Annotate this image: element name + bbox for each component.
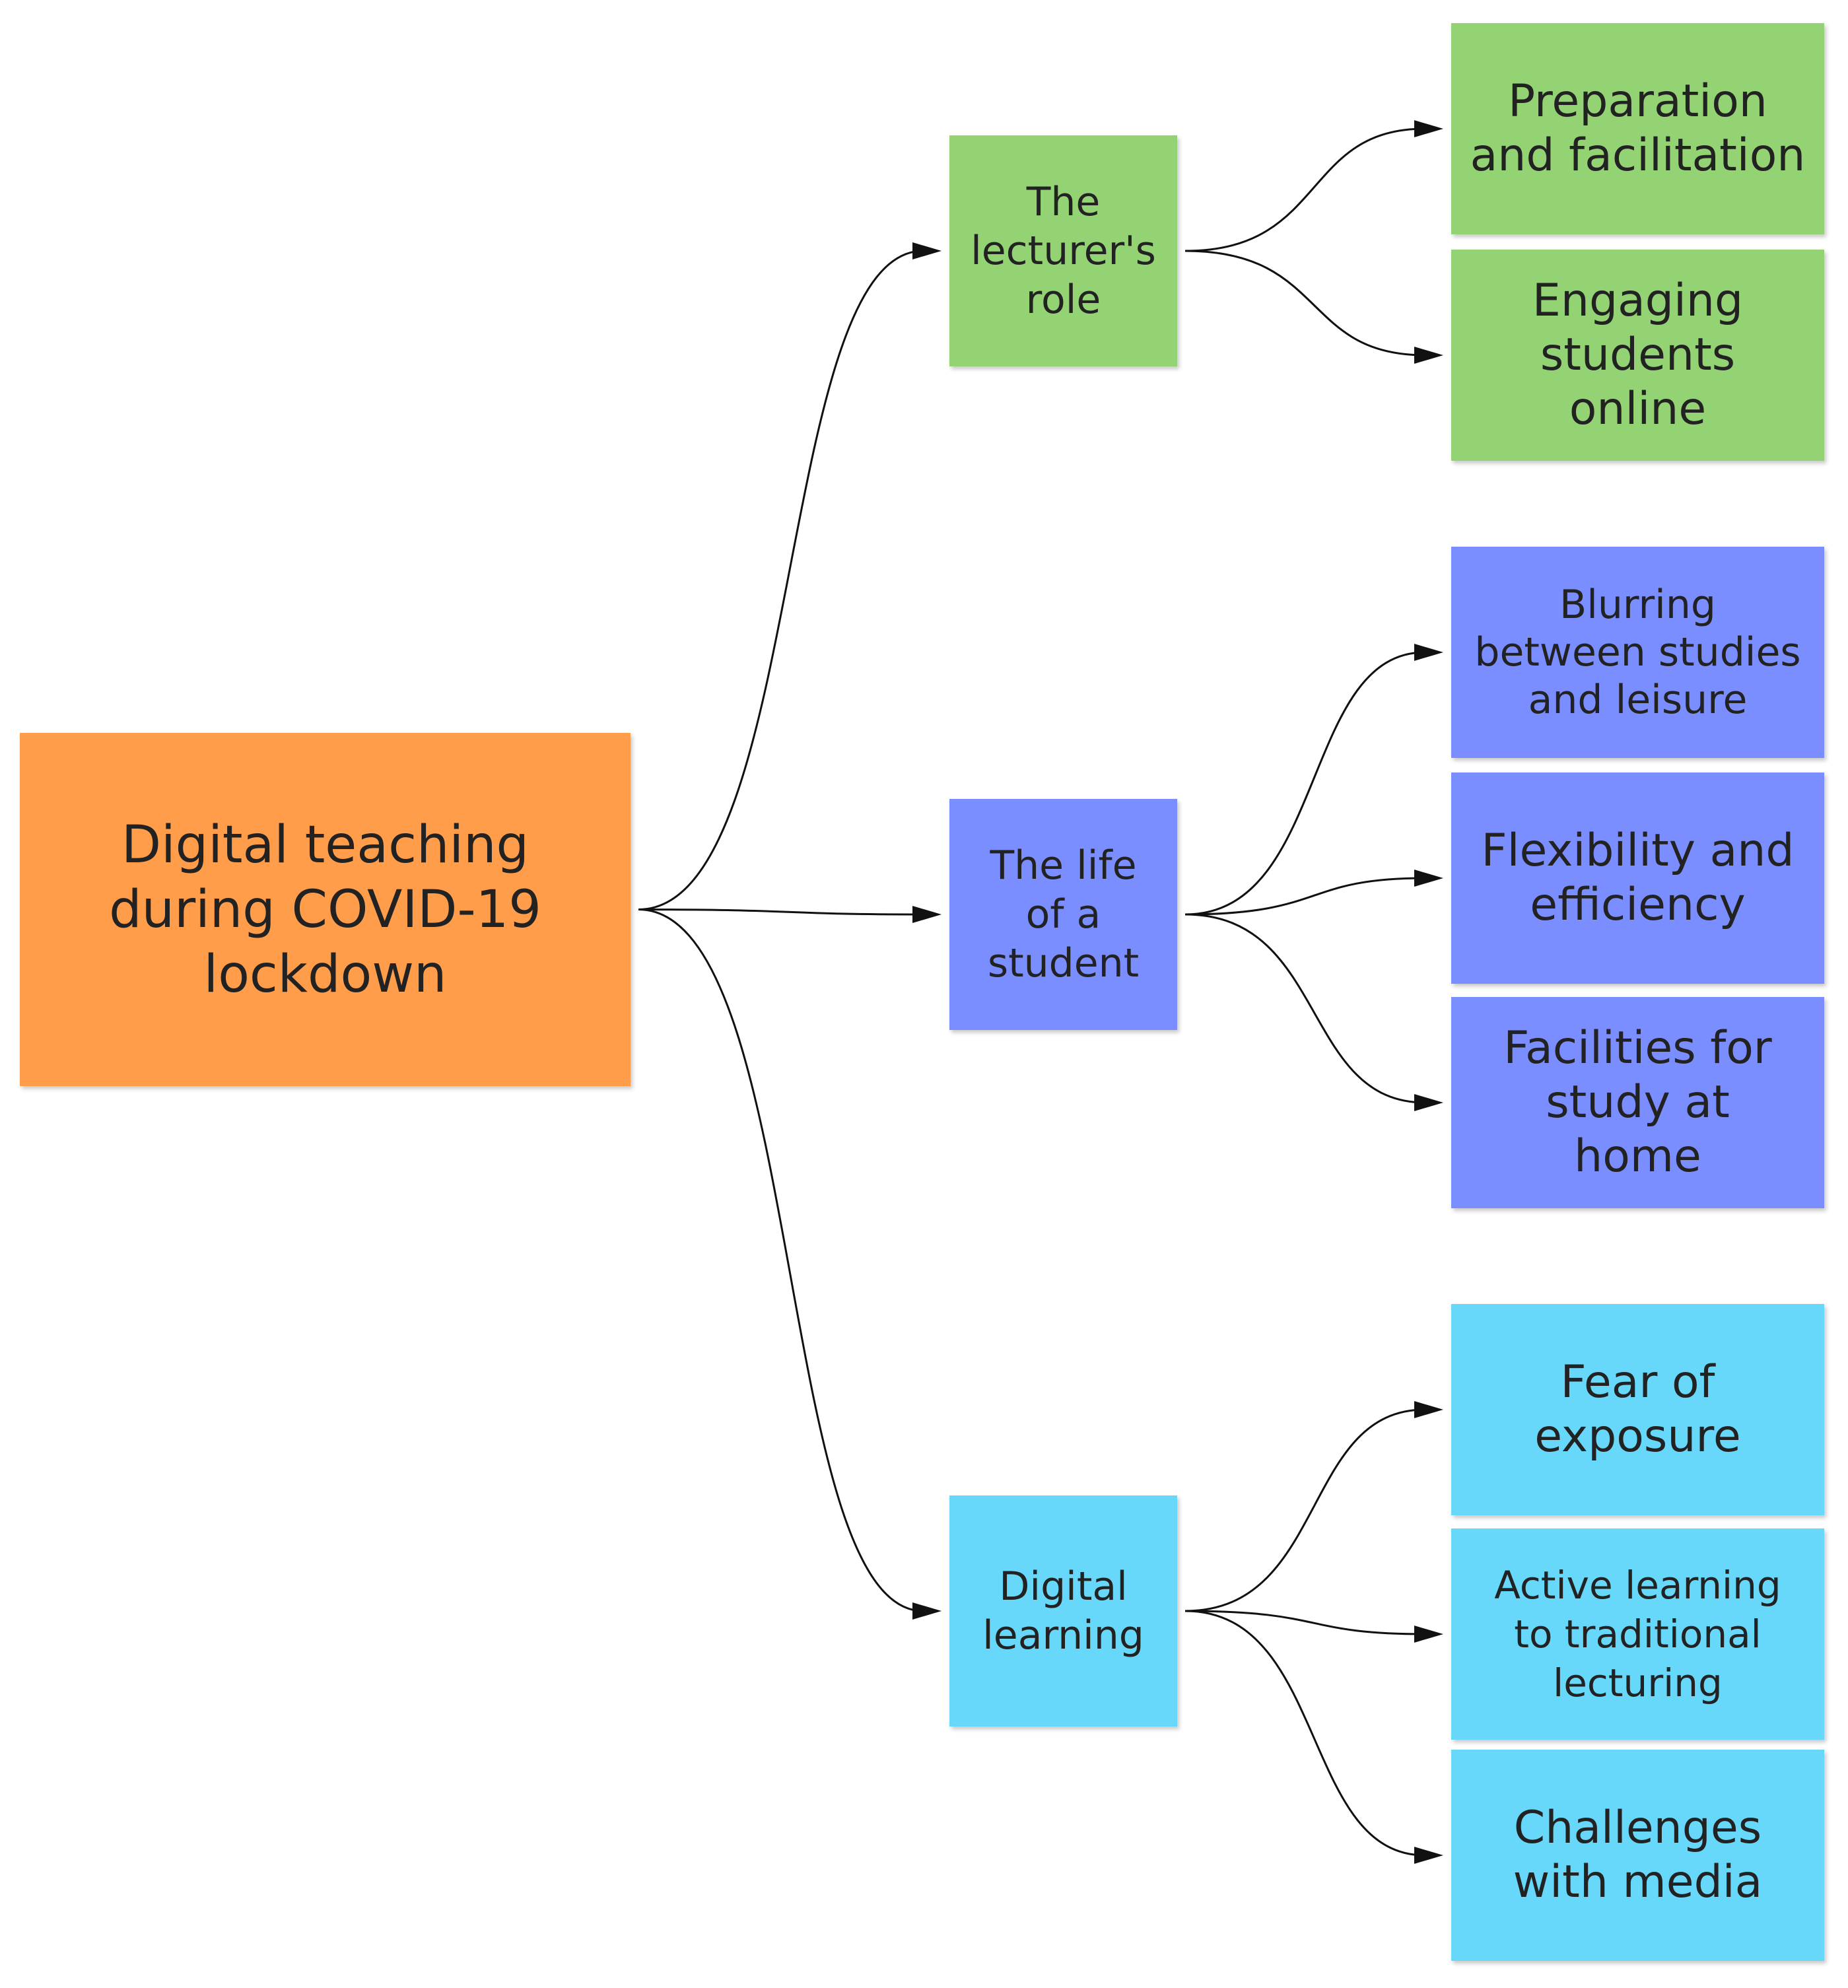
connector-root-student bbox=[638, 908, 924, 916]
blurring-studies-leisure-node: Blurring between studies and leisure bbox=[1451, 547, 1824, 758]
arrowhead-digital-active bbox=[1414, 1626, 1443, 1643]
arrowhead-digital-fear bbox=[1414, 1401, 1443, 1418]
root-node: Digital teaching during COVID-19 lockdow… bbox=[20, 733, 631, 1086]
connector-digital-fear bbox=[1184, 1408, 1425, 1612]
active-learning-node: Active learning to traditional lecturing bbox=[1451, 1528, 1824, 1740]
connector-root-lecturer bbox=[638, 250, 924, 910]
fear-of-exposure-label: Fear of exposure bbox=[1534, 1356, 1741, 1462]
connector-lecturer-prep bbox=[1184, 127, 1425, 252]
preparation-facilitation-label: Preparation and facilitation bbox=[1470, 75, 1806, 182]
blurring-studies-leisure-label: Blurring between studies and leisure bbox=[1474, 582, 1801, 723]
connector-digital-chal bbox=[1184, 1610, 1425, 1857]
arrowhead-student-flex bbox=[1414, 870, 1443, 887]
connector-student-fac bbox=[1184, 913, 1425, 1104]
digital-learning-node: Digital learning bbox=[949, 1495, 1177, 1727]
student-life-label: The life of a student bbox=[987, 842, 1140, 986]
arrowhead-student-fac bbox=[1414, 1094, 1443, 1111]
lecturer-role-label: The lecturer's role bbox=[971, 179, 1156, 323]
arrowhead-root-student bbox=[912, 906, 941, 923]
root-node-label: Digital teaching during COVID-19 lockdow… bbox=[109, 815, 541, 1004]
challenges-media-node: Challenges with media bbox=[1451, 1750, 1824, 1961]
preparation-facilitation-node: Preparation and facilitation bbox=[1451, 23, 1824, 234]
facilities-home-study-node: Facilities for study at home bbox=[1451, 997, 1824, 1208]
arrowhead-student-blur bbox=[1414, 644, 1443, 661]
connector-student-blur bbox=[1184, 651, 1425, 916]
student-life-node: The life of a student bbox=[949, 799, 1177, 1030]
connector-root-digital bbox=[638, 908, 924, 1612]
flexibility-efficiency-label: Flexibility and efficiency bbox=[1481, 825, 1795, 931]
arrowhead-lecturer-eng bbox=[1414, 347, 1443, 364]
arrowhead-root-lecturer bbox=[912, 242, 941, 259]
facilities-home-study-label: Facilities for study at home bbox=[1503, 1022, 1772, 1183]
engaging-students-label: Engaging students online bbox=[1532, 275, 1744, 435]
arrowhead-root-digital bbox=[912, 1602, 941, 1620]
active-learning-label: Active learning to traditional lecturing bbox=[1494, 1563, 1781, 1705]
arrowhead-digital-chal bbox=[1414, 1847, 1443, 1864]
connector-digital-active bbox=[1184, 1610, 1425, 1635]
connector-lecturer-eng bbox=[1184, 250, 1425, 357]
connector-student-flex bbox=[1184, 877, 1425, 916]
flexibility-efficiency-node: Flexibility and efficiency bbox=[1451, 772, 1824, 984]
arrowhead-lecturer-prep bbox=[1414, 120, 1443, 137]
fear-of-exposure-node: Fear of exposure bbox=[1451, 1304, 1824, 1515]
engaging-students-node: Engaging students online bbox=[1451, 250, 1824, 461]
lecturer-role-node: The lecturer's role bbox=[949, 135, 1177, 366]
digital-learning-label: Digital learning bbox=[982, 1563, 1144, 1659]
challenges-media-label: Challenges with media bbox=[1513, 1802, 1763, 1908]
